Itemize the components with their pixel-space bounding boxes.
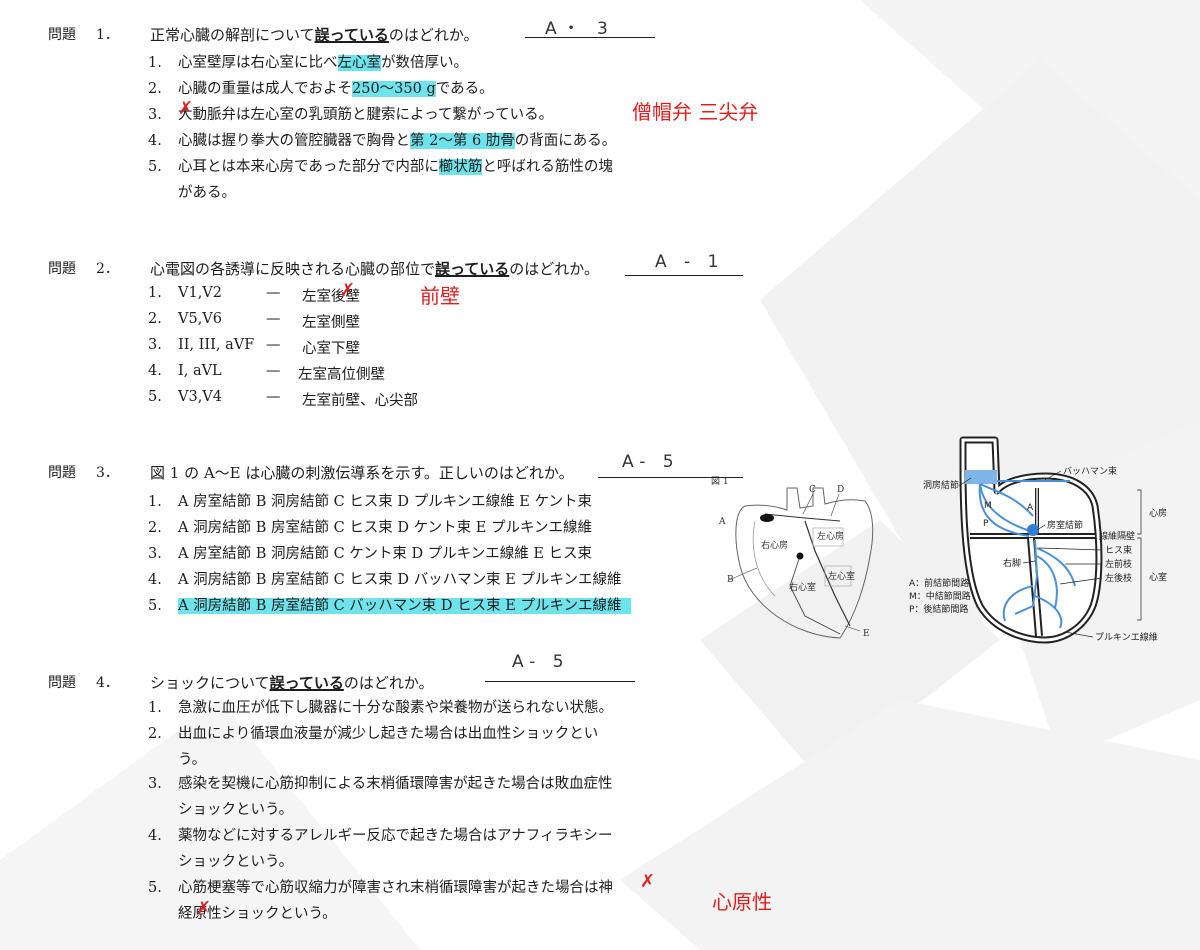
figure-1-letter-d: D — [837, 485, 844, 495]
answer-line — [598, 477, 743, 478]
question-number: 2． — [96, 261, 119, 277]
option-1: 1. — [148, 285, 162, 301]
question-number: 1． — [96, 27, 119, 43]
chamber-label: 左心房 — [817, 530, 844, 542]
question-number: 4． — [96, 675, 119, 691]
legend-item-a: A：前結節間路 — [909, 577, 969, 589]
ecg-lead: V3,V4 — [178, 389, 223, 405]
figure-1-letter-b: B — [727, 575, 734, 585]
dash: — — [266, 363, 281, 379]
question-stem: 心電図の各誘導に反映される心臓の部位で誤っているのはどれか。 — [150, 260, 599, 278]
chamber-label: 右心室 — [789, 581, 816, 593]
option-3: 3.大動脈弁は左心室の乳頭筋と腱索によって繋がっている。 — [148, 107, 554, 123]
legend-item-m: M：中結節間路 — [909, 590, 971, 602]
left-anterior-branch-label: 左前枝 — [1105, 558, 1132, 570]
his-bundle-label: ヒス束 — [1105, 545, 1132, 556]
option-5-continued: 経原性ショックという。 — [178, 906, 337, 922]
left-posterior-branch-label: 左後枝 — [1105, 572, 1132, 584]
dash: — — [266, 311, 281, 327]
heart-region: 左室前壁、心尖部 — [302, 393, 418, 409]
figure-2-conduction-system: M P A 洞房結節 バッハマン束 房室結節 線維隔壁 ヒス束 左前枝 左後枝 … — [909, 436, 1167, 644]
handwritten-correction: 僧帽弁 三尖弁 — [632, 100, 759, 124]
figure-1-letter-c: C — [809, 485, 816, 495]
answer-line — [625, 275, 743, 276]
option-5: 5.心耳とは本来心房であった部分で内部に櫛状筋と呼ばれる筋性の塊 — [148, 159, 613, 175]
ecg-lead: V1,V2 — [178, 285, 223, 301]
option-2: 2.A 洞房結節 B 房室結節 C ヒス束 D ケント束 E プルキンエ線維 — [148, 520, 593, 536]
handwritten-correction: 前壁 — [420, 284, 460, 308]
ventricle-label: 心室 — [1149, 571, 1167, 583]
figure-1-label: 図 1 — [711, 476, 729, 487]
option-3: 3. — [148, 337, 162, 353]
ecg-lead: I, aVL — [178, 363, 222, 379]
option-5: 5. — [148, 389, 162, 405]
purkinje-label: プルキンエ線維 — [1095, 631, 1158, 643]
option-3: 3.A 房室結節 B 洞房結節 C ケント束 D プルキンエ線維 E ヒス束 — [148, 546, 593, 562]
right-bundle-label: 右脚 — [1003, 557, 1021, 569]
handwritten-answer: A- 5 — [622, 452, 680, 472]
handwritten-correction: 心原性 — [712, 890, 772, 914]
dash: — — [266, 285, 281, 301]
atrium-label: 心房 — [1149, 507, 1167, 519]
ecg-lead: II, III, aVF — [178, 337, 255, 353]
ecg-lead: V5,V6 — [178, 311, 223, 327]
option-4: 4. — [148, 363, 162, 379]
figure-2-letter-p: P — [983, 519, 989, 529]
option-4: 4.A 洞房結節 B 房室結節 C ヒス束 D バッハマン束 E プルキンエ線維 — [148, 572, 622, 588]
bachmann-label: バッハマン束 — [1063, 466, 1117, 477]
sa-node-label: 洞房結節 — [923, 479, 959, 491]
figure-2-letter-a: A — [1027, 503, 1034, 513]
heart-region: 左室高位側壁 — [298, 367, 385, 383]
heart-region: 心室下壁 — [302, 341, 360, 357]
figure-1-letter-a: A — [718, 517, 726, 527]
septum-label: 線維隔壁 — [1099, 530, 1135, 542]
dash: — — [266, 337, 281, 353]
option-5: 5.心筋梗塞等で心筋収縮力が障害され末梢循環障害が起きた場合は神 — [148, 880, 613, 896]
question-number: 3． — [96, 465, 119, 481]
heart-region: 左室後壁 — [302, 289, 360, 305]
option-4: 4.心臓は握り拳大の管腔臓器で胸骨と第 2〜第 6 肋骨の背面にある。 — [148, 133, 617, 149]
strikeout-mark: ✗ — [196, 898, 212, 919]
option-4: 4.薬物などに対するアレルギー反応で起きた場合はアナフィラキシー — [148, 828, 613, 844]
figure-2-letter-m: M — [984, 501, 992, 511]
question-label: 問題 — [48, 27, 76, 43]
answer-line — [525, 37, 655, 38]
chamber-label: 右心房 — [761, 539, 788, 551]
question-stem: 図 1 の A〜E は心臓の刺激伝導系を示す。正しいのはどれか。 — [150, 464, 574, 482]
question-label: 問題 — [48, 465, 76, 481]
answer-line — [485, 681, 635, 682]
option-1: 1.急激に血圧が低下し臓器に十分な酸素や栄養物が送られない状態。 — [148, 700, 613, 716]
option-2: 2. — [148, 311, 162, 327]
chamber-label: 左心室 — [828, 570, 855, 582]
strikeout-mark: ✗ — [640, 871, 656, 892]
heart-region: 左室側壁 — [302, 315, 360, 331]
option-1: 1.心室壁厚は右心室に比べ左心室が数倍厚い。 — [148, 55, 468, 71]
legend-item-p: P：後結節間路 — [909, 603, 968, 615]
handwritten-answer: A - 1 — [655, 252, 725, 272]
option-3-continued: ショックという。 — [178, 802, 294, 818]
handwritten-answer: A- 5 — [512, 652, 570, 672]
option-2-continued: う。 — [178, 752, 207, 768]
option-4-continued: ショックという。 — [178, 854, 294, 870]
dash: — — [266, 389, 281, 405]
question-stem: 正常心臓の解剖について誤っているのはどれか。 — [150, 26, 479, 44]
figure-1-heart-diagram: 図 1 A B C D E 右心房 左心房 右心室 左心室 — [711, 476, 874, 639]
figure-1-letter-e: E — [863, 629, 870, 639]
question-stem: ショックについて誤っているのはどれか。 — [150, 674, 434, 692]
av-node-label: 房室結節 — [1047, 519, 1083, 531]
option-2: 2.心臓の重量は成人でおよそ250〜350 gである。 — [148, 81, 494, 97]
option-5: 5.A 洞房結節 B 房室結節 C バッハマン束 D ヒス束 E プルキンエ線維 — [148, 594, 632, 615]
strikeout-mark: ✗ — [178, 98, 194, 119]
option-3: 3.感染を契機に心筋抑制による末梢循環障害が起きた場合は敗血症性 — [148, 776, 613, 792]
question-label: 問題 — [48, 675, 76, 691]
handwritten-answer: A・ 3 — [545, 19, 614, 39]
strikeout-mark: ✗ — [340, 280, 356, 301]
question-label: 問題 — [48, 261, 76, 277]
option-1: 1.A 房室結節 B 洞房結節 C ヒス束 D プルキンエ線維 E ケント束 — [148, 494, 593, 510]
option-2: 2.出血により循環血液量が減少し起きた場合は出血性ショックとい — [148, 726, 599, 742]
option-5-continued: がある。 — [178, 185, 236, 201]
